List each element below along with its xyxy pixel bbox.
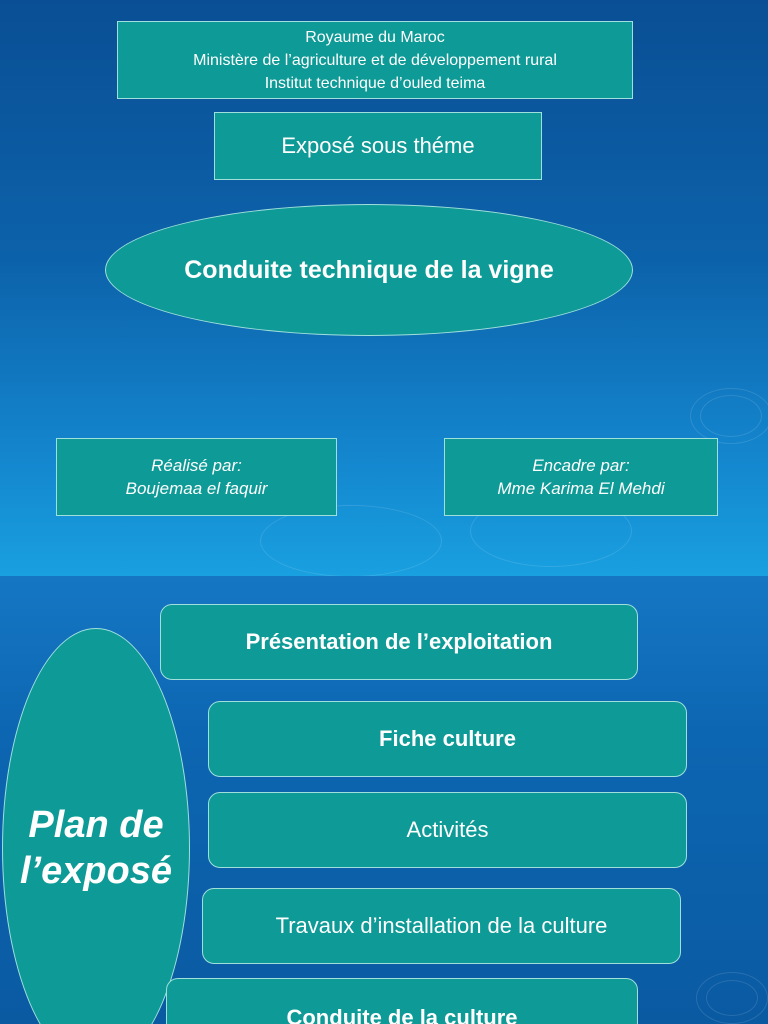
header-line-institute: Institut technique d’ouled teima xyxy=(264,74,486,92)
plan-item-label: Activités xyxy=(406,817,489,842)
plan-item-label: Présentation de l’exploitation xyxy=(245,629,553,654)
plan-title-line1: Plan de xyxy=(28,804,164,846)
subtitle-box: Exposé sous théme xyxy=(214,112,542,180)
plan-slide: Plan de l’exposé Présentation de l’explo… xyxy=(0,576,768,1024)
plan-title-line2: l’exposé xyxy=(19,850,173,892)
header-line-kingdom: Royaume du Maroc xyxy=(305,28,445,46)
supervisor-label: Encadre par: xyxy=(532,456,630,475)
plan-item-conduite: Conduite de la culture xyxy=(166,978,638,1024)
water-ripple-decoration xyxy=(690,388,768,444)
plan-item-label: Fiche culture xyxy=(379,726,516,751)
plan-item-presentation: Présentation de l’exploitation xyxy=(160,604,638,680)
author-box: Réalisé par: Boujemaa el faquir xyxy=(56,438,337,516)
page-title: Conduite technique de la vigne xyxy=(184,255,554,284)
supervisor-box: Encadre par: Mme Karima El Mehdi xyxy=(444,438,718,516)
plan-item-activites: Activités xyxy=(208,792,687,868)
title-ellipse: Conduite technique de la vigne xyxy=(105,204,633,336)
author-name: Boujemaa el faquir xyxy=(125,479,268,498)
water-ripple-decoration xyxy=(260,505,442,576)
subtitle-text: Exposé sous théme xyxy=(281,133,475,158)
supervisor-name: Mme Karima El Mehdi xyxy=(497,479,665,498)
plan-item-label: Travaux d’installation de la culture xyxy=(275,913,608,938)
plan-item-fiche-culture: Fiche culture xyxy=(208,701,687,777)
water-ripple-decoration xyxy=(696,972,768,1024)
plan-item-travaux: Travaux d’installation de la culture xyxy=(202,888,681,964)
title-slide: Royaume du Maroc Ministère de l’agricult… xyxy=(0,0,768,576)
plan-title-ellipse: Plan de l’exposé xyxy=(2,628,190,1024)
institution-header-box: Royaume du Maroc Ministère de l’agricult… xyxy=(117,21,633,99)
plan-item-label: Conduite de la culture xyxy=(286,1005,518,1024)
author-label: Réalisé par: xyxy=(151,456,242,475)
header-line-ministry: Ministère de l’agriculture et de dévelop… xyxy=(193,51,557,69)
